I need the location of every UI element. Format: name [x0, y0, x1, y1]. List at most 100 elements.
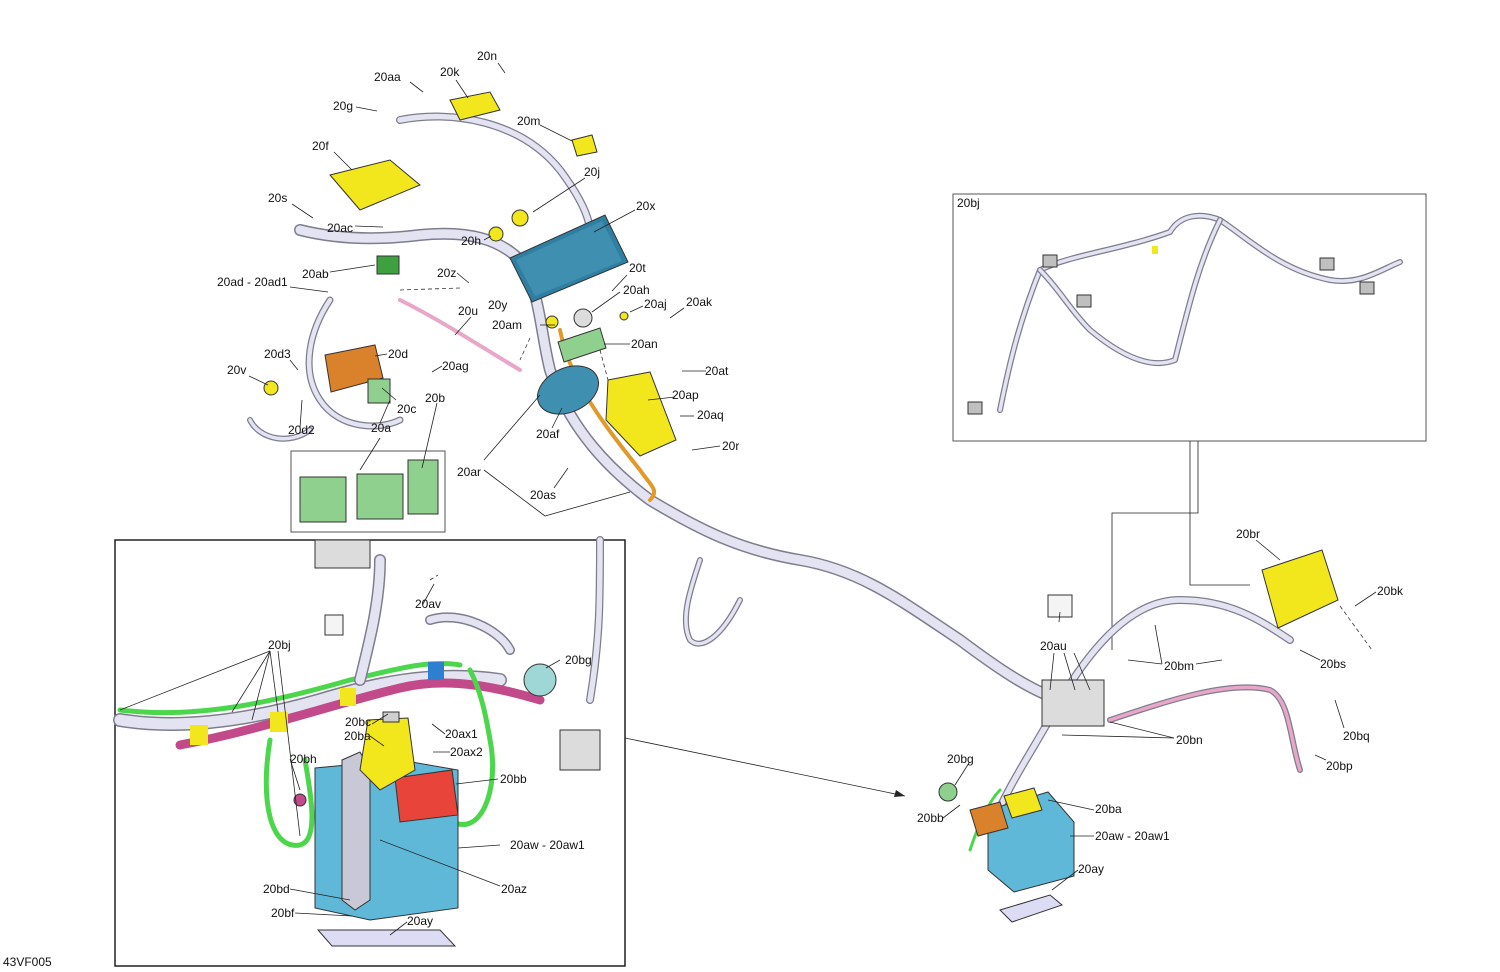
- label-20bf: 20bf: [271, 906, 295, 920]
- label-20bn: 20bn: [1176, 733, 1203, 747]
- part-20f-ecu: [329, 159, 421, 211]
- label-20ab: 20ab: [302, 267, 329, 281]
- part-20ah-20am-knob: [545, 308, 629, 329]
- label-20au: 20au: [1040, 639, 1067, 653]
- detail-top-connectors: [314, 539, 601, 771]
- label-20aw-right: 20aw - 20aw1: [1095, 829, 1170, 843]
- label-20m: 20m: [517, 114, 540, 128]
- label-20c: 20c: [397, 402, 416, 416]
- part-20br-regulator: [1261, 549, 1339, 629]
- label-20as: 20as: [530, 488, 556, 502]
- label-20d2: 20d2: [288, 423, 315, 437]
- label-20bj-inset: 20bj: [957, 196, 980, 210]
- detail-harness: [113, 536, 604, 848]
- label-20r: 20r: [722, 439, 739, 453]
- label-20af: 20af: [536, 427, 560, 441]
- label-20bq: 20bq: [1343, 729, 1370, 743]
- part-relay-box: [1041, 679, 1105, 727]
- part-20au-bolt: [1047, 594, 1073, 618]
- diagram-code: 43VF005: [3, 955, 52, 969]
- part-20k-module: [449, 91, 501, 121]
- label-20v: 20v: [227, 363, 246, 377]
- detail-arrow-line: [624, 737, 906, 797]
- label-20bb-detail: 20bb: [500, 772, 527, 786]
- label-20am: 20am: [492, 318, 522, 332]
- inset-20bj-link-line: [1189, 441, 1250, 586]
- label-20ax1: 20ax1: [445, 727, 478, 741]
- inset-20bj-link-line-2: [1111, 441, 1199, 650]
- label-20s: 20s: [268, 191, 287, 205]
- part-20bg-right: [938, 782, 958, 802]
- detail-battery: [293, 711, 459, 947]
- label-20d: 20d: [388, 347, 408, 361]
- label-20bd: 20bd: [263, 882, 290, 896]
- main-harness: [247, 112, 1303, 852]
- inset-20bj-harness: [967, 212, 1403, 415]
- label-20z: 20z: [437, 266, 456, 280]
- inset-20bj-frame: [952, 193, 1427, 442]
- label-20ax2: 20ax2: [450, 745, 483, 759]
- label-20j: 20j: [584, 165, 600, 179]
- label-20aa: 20aa: [374, 70, 401, 84]
- label-20ar: 20ar: [457, 465, 481, 479]
- label-20bh: 20bh: [290, 752, 317, 766]
- label-20bm: 20bm: [1164, 659, 1194, 673]
- label-20av: 20av: [415, 597, 441, 611]
- label-20aw-detail: 20aw - 20aw1: [510, 838, 585, 852]
- leader-lines: [119, 62, 1377, 936]
- label-20ay-detail: 20ay: [407, 914, 433, 928]
- label-20bp: 20bp: [1326, 759, 1353, 773]
- part-20ab-connector: [376, 255, 400, 275]
- label-20bg-detail: 20bg: [565, 653, 592, 667]
- label-20ad-20ad1: 20ad - 20ad1: [217, 275, 288, 289]
- label-20t: 20t: [629, 261, 646, 275]
- inset-switches-frame: [290, 450, 446, 533]
- label-20k: 20k: [440, 65, 460, 79]
- part-20c-switch: [367, 378, 391, 404]
- label-20h: 20h: [461, 234, 481, 248]
- label-20ah: 20ah: [623, 283, 650, 297]
- label-20bk: 20bk: [1377, 584, 1404, 598]
- label-20u: 20u: [458, 304, 478, 318]
- label-20ak: 20ak: [686, 295, 713, 309]
- assembly-dashed-lines: [399, 287, 1373, 651]
- part-20x-display: [509, 214, 629, 303]
- label-20a: 20a: [371, 421, 391, 435]
- label-20aj: 20aj: [644, 297, 667, 311]
- label-20bb-right: 20bb: [917, 811, 944, 825]
- part-20an-switch-panel: [557, 327, 607, 363]
- part-20v-connector: [263, 380, 279, 396]
- part-20h-20j-sockets: [488, 209, 529, 242]
- label-20x: 20x: [636, 199, 655, 213]
- label-20d3: 20d3: [264, 347, 291, 361]
- label-20f: 20f: [312, 139, 329, 153]
- label-20az: 20az: [501, 882, 527, 896]
- label-20bg-right: 20bg: [947, 752, 974, 766]
- inset-switch-20b: [407, 459, 439, 515]
- label-20ba-detail: 20ba: [344, 729, 371, 743]
- callout-labels: 20n 20aa 20k 20g 20m 20f 20j 20s 20x 20a…: [3, 49, 1404, 969]
- detail-arrow-head: [894, 790, 905, 797]
- label-20y: 20y: [488, 298, 507, 312]
- label-20ay-right: 20ay: [1078, 862, 1104, 876]
- label-20bj-detail: 20bj: [268, 638, 291, 652]
- label-20bs: 20bs: [1320, 657, 1346, 671]
- label-20at: 20at: [705, 364, 729, 378]
- part-20af-cover: [537, 365, 599, 415]
- label-20n: 20n: [477, 49, 497, 63]
- inset-switch-20c: [356, 473, 404, 520]
- inset-switch-20a: [299, 476, 347, 523]
- label-20br: 20br: [1236, 527, 1260, 541]
- detail-connector-20bg: [523, 663, 557, 697]
- right-battery: [969, 787, 1075, 923]
- label-20an: 20an: [631, 337, 658, 351]
- label-20ac: 20ac: [327, 221, 353, 235]
- label-20b: 20b: [425, 391, 445, 405]
- label-20aq: 20aq: [697, 408, 724, 422]
- label-20ag: 20ag: [442, 359, 469, 373]
- label-20bc: 20bc: [345, 715, 371, 729]
- part-20ap-console: [605, 371, 677, 457]
- label-20ap: 20ap: [672, 388, 699, 402]
- label-20ba-right: 20ba: [1095, 802, 1122, 816]
